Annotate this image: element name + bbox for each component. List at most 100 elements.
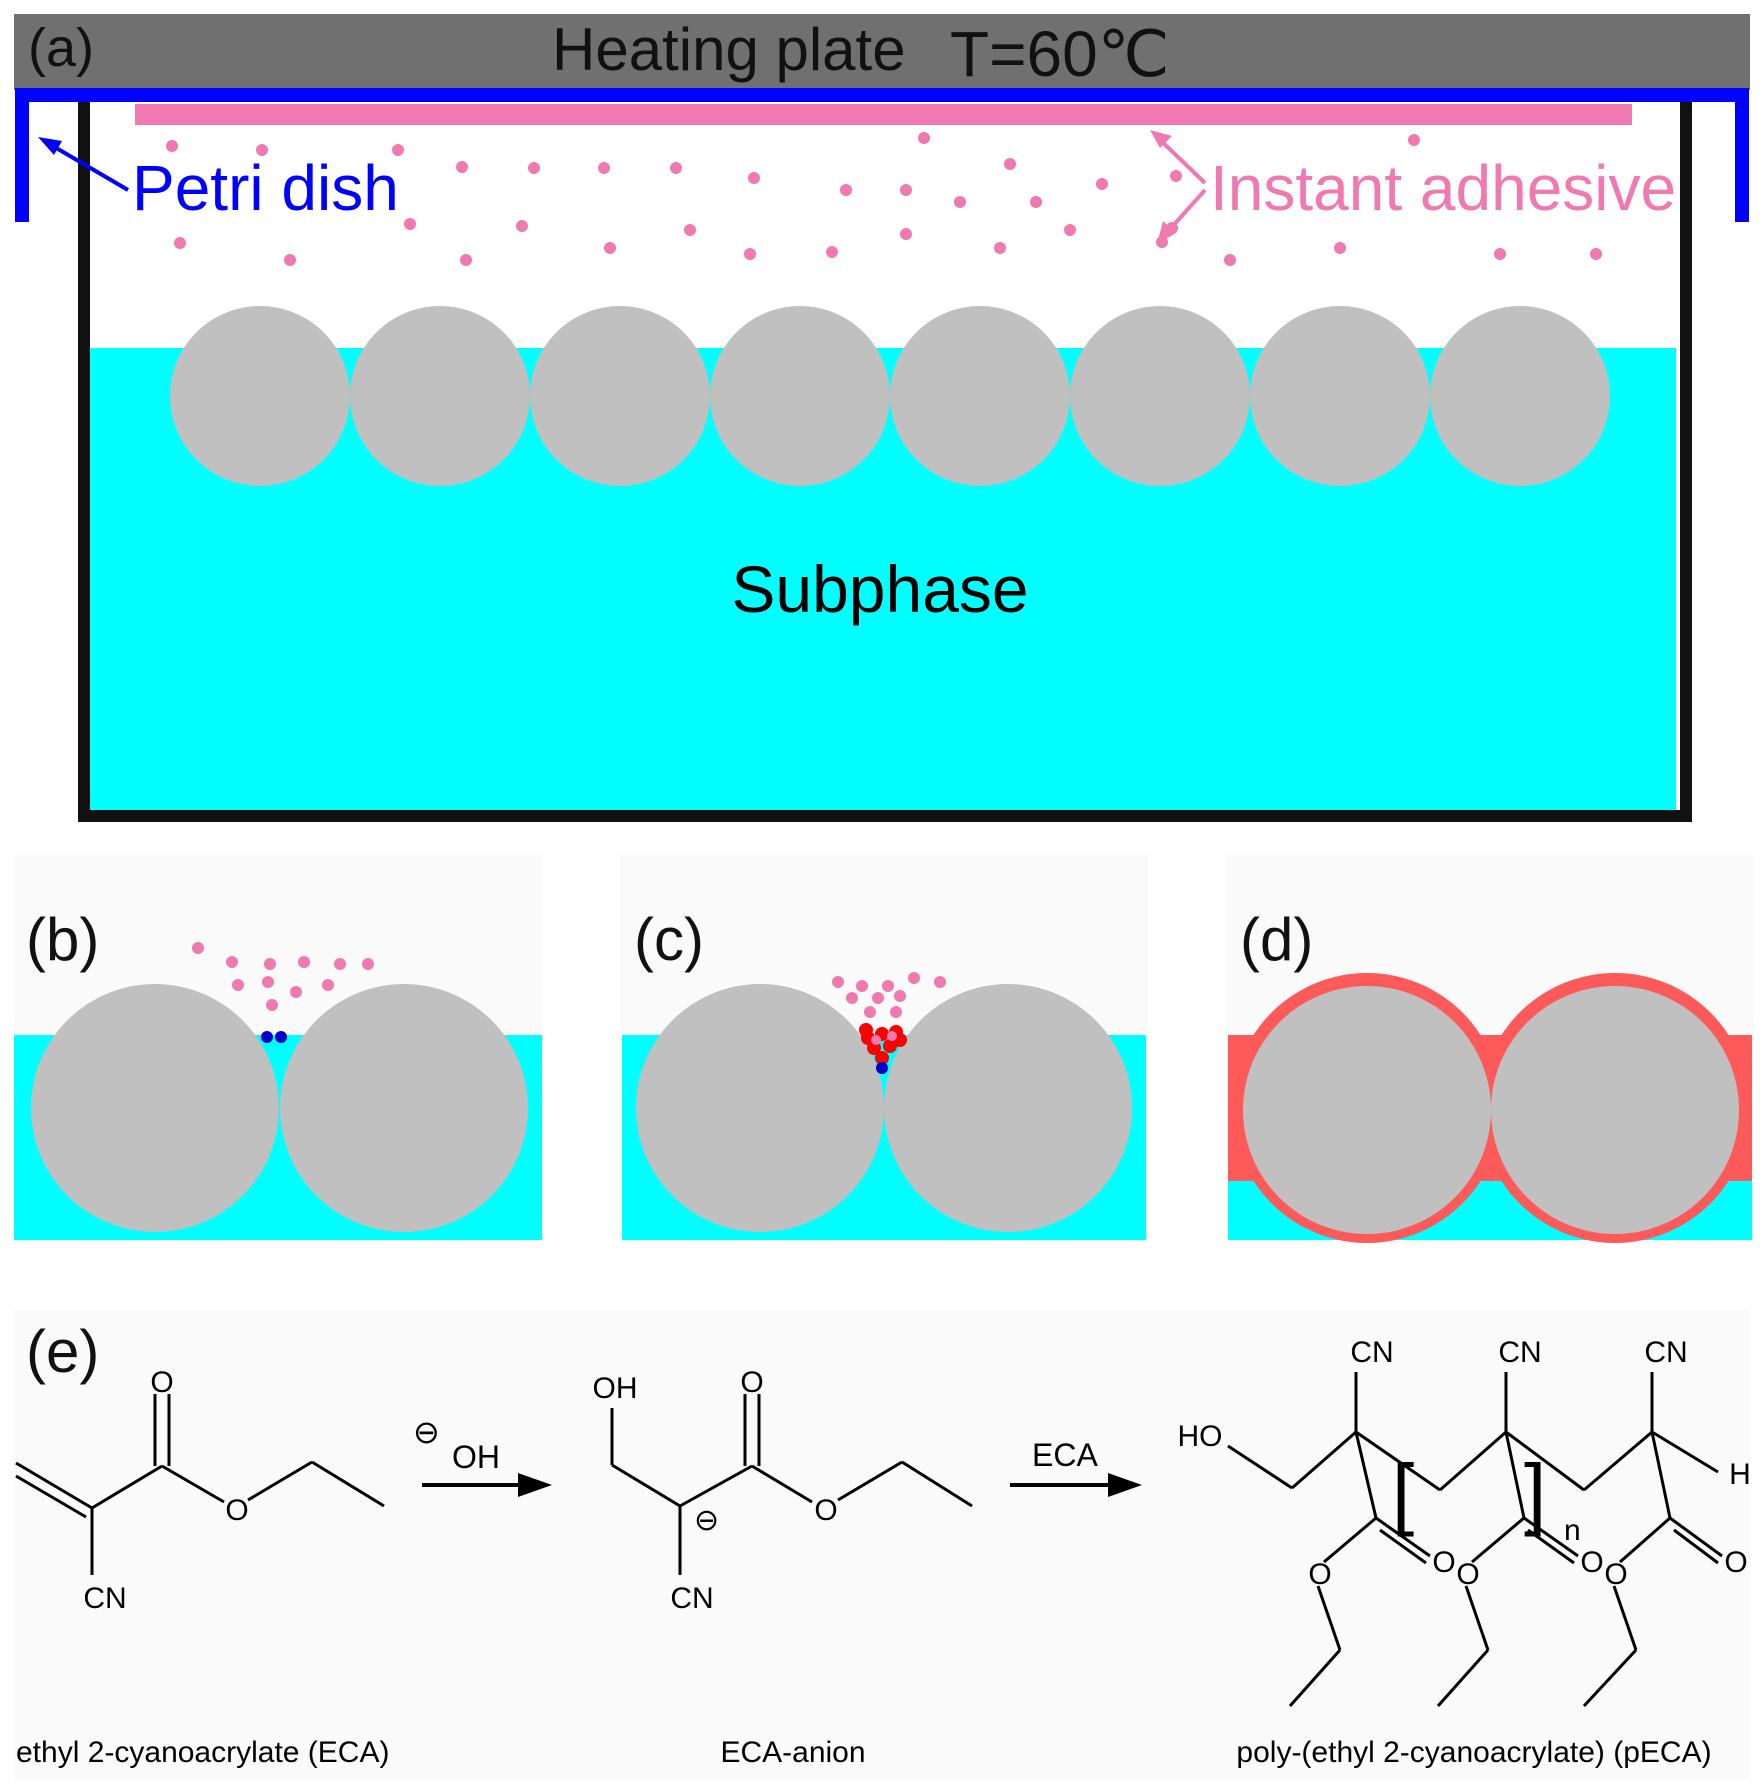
particle-left xyxy=(31,984,279,1232)
peca-cn-3: CN xyxy=(1644,1336,1687,1369)
anion-ester-o: O xyxy=(814,1494,837,1527)
adhesive-droplet xyxy=(1494,248,1506,260)
hydroxide-ion xyxy=(261,1031,273,1043)
hydroxide-charge: ⊖ xyxy=(413,1414,440,1450)
adhesive-droplet xyxy=(918,132,930,144)
adhesive-droplet xyxy=(670,162,682,174)
polymerizing-monomer xyxy=(859,1023,873,1037)
petri-dish xyxy=(15,88,1749,222)
particle xyxy=(710,306,890,486)
panel-d-label: (d) xyxy=(1240,906,1313,973)
adhesive-droplet xyxy=(1170,170,1182,182)
subphase-label: Subphase xyxy=(731,552,1028,626)
panel-a: (a) Heating plate T=60℃ Petri dish Insta… xyxy=(14,14,1750,822)
adhesive-droplet xyxy=(1030,196,1042,208)
adhesive-droplet xyxy=(456,161,468,173)
adhesive-droplet xyxy=(954,196,966,208)
adhesive-droplet xyxy=(232,979,244,991)
adhesive-droplet xyxy=(362,958,374,970)
particle-left xyxy=(636,984,884,1232)
adhesive-droplet xyxy=(934,976,946,988)
reaction-arrowhead-2 xyxy=(1108,1473,1142,1497)
hydroxide-ion xyxy=(876,1062,888,1074)
adhesive-droplet xyxy=(1096,178,1108,190)
instant-adhesive-pad xyxy=(135,104,1632,125)
peca-h: H xyxy=(1729,1458,1751,1491)
reaction-arrowhead-1 xyxy=(518,1473,552,1497)
hydroxide-reagent: OH xyxy=(452,1439,500,1475)
eca-name: ethyl 2-cyanoacrylate (ECA) xyxy=(16,1736,389,1769)
adhesive-droplet xyxy=(322,979,334,991)
adhesive-droplet xyxy=(1334,242,1346,254)
polymerizing-monomer xyxy=(875,1051,889,1065)
repeat-bracket-right: ] xyxy=(1524,1448,1546,1537)
adhesive-arrowhead-down xyxy=(1157,221,1176,244)
adhesive-droplet xyxy=(908,972,920,984)
adhesive-droplet xyxy=(192,942,204,954)
adhesive-droplet xyxy=(872,992,884,1004)
eca-structure xyxy=(15,1394,385,1575)
adhesive-droplet xyxy=(856,980,868,992)
petri-dish-arrow xyxy=(44,140,130,192)
adhesive-droplet xyxy=(1064,224,1076,236)
adhesive-droplet xyxy=(826,246,838,258)
adhesive-droplet xyxy=(290,986,302,998)
panel-e: (e) O O CN ethyl 2-cyanoacrylate (ECA) ⊖… xyxy=(14,1310,1751,1780)
adhesive-droplet xyxy=(864,1006,876,1018)
adhesive-droplet xyxy=(846,992,858,1004)
heating-plate-label: Heating plate xyxy=(552,16,906,83)
adhesive-droplet xyxy=(1590,248,1602,260)
panel-c: (c) xyxy=(620,855,1148,1243)
anion-name: ECA-anion xyxy=(720,1736,865,1769)
adhesive-droplet xyxy=(404,218,416,230)
hydroxide-ion xyxy=(275,1031,287,1043)
particle-right xyxy=(280,984,528,1232)
adhesive-droplet xyxy=(887,1031,897,1041)
petri-dish-arrowhead xyxy=(38,137,62,155)
repeat-n: n xyxy=(1564,1514,1581,1547)
adhesive-droplet xyxy=(334,958,346,970)
repeat-bracket-left: [ xyxy=(1392,1448,1414,1537)
adhesive-droplet xyxy=(460,254,472,266)
adhesive-droplet xyxy=(1224,254,1236,266)
particle-monolayer xyxy=(170,306,1610,486)
adhesive-droplet xyxy=(748,172,760,184)
adhesive-droplet xyxy=(604,242,616,254)
peca-carbonyl-o-1: O xyxy=(1432,1546,1455,1579)
peca-ho: HO xyxy=(1178,1420,1223,1453)
particle-right xyxy=(884,984,1132,1232)
adhesive-droplet xyxy=(166,140,178,152)
peca-cn-2: CN xyxy=(1498,1336,1541,1369)
anion-oh: OH xyxy=(593,1372,638,1405)
adhesive-droplet xyxy=(1408,134,1420,146)
anion-carbonyl-o: O xyxy=(740,1366,763,1399)
temperature-label: T=60℃ xyxy=(950,18,1170,90)
particle xyxy=(530,306,710,486)
peca-name: poly-(ethyl 2-cyanoacrylate) (pECA) xyxy=(1236,1736,1711,1769)
adhesive-vapor-b xyxy=(192,942,374,1011)
adhesive-droplet xyxy=(1004,158,1016,170)
adhesive-droplet xyxy=(598,162,610,174)
adhesive-droplet xyxy=(882,980,894,992)
adhesive-droplet xyxy=(994,242,1006,254)
adhesive-droplet xyxy=(266,999,278,1011)
particle xyxy=(890,306,1070,486)
petri-dish-label: Petri dish xyxy=(132,152,399,224)
adhesive-droplet xyxy=(840,184,852,196)
adhesive-droplet xyxy=(284,254,296,266)
adhesive-droplet xyxy=(298,956,310,968)
panel-c-label: (c) xyxy=(634,906,704,973)
adhesive-droplet xyxy=(871,1035,881,1045)
adhesive-droplet xyxy=(174,237,186,249)
adhesive-arrowhead-up xyxy=(1150,130,1172,148)
eca-carbonyl-o: O xyxy=(150,1366,173,1399)
adhesive-droplet xyxy=(890,1006,902,1018)
container-wall xyxy=(78,95,1692,822)
peca-structure xyxy=(1227,1372,1723,1708)
adhesive-droplet xyxy=(262,976,274,988)
panel-d: (d) xyxy=(1226,855,1754,1243)
panel-e-label: (e) xyxy=(26,1318,99,1385)
particle-right xyxy=(1491,986,1739,1234)
adhesive-droplet xyxy=(516,220,528,232)
